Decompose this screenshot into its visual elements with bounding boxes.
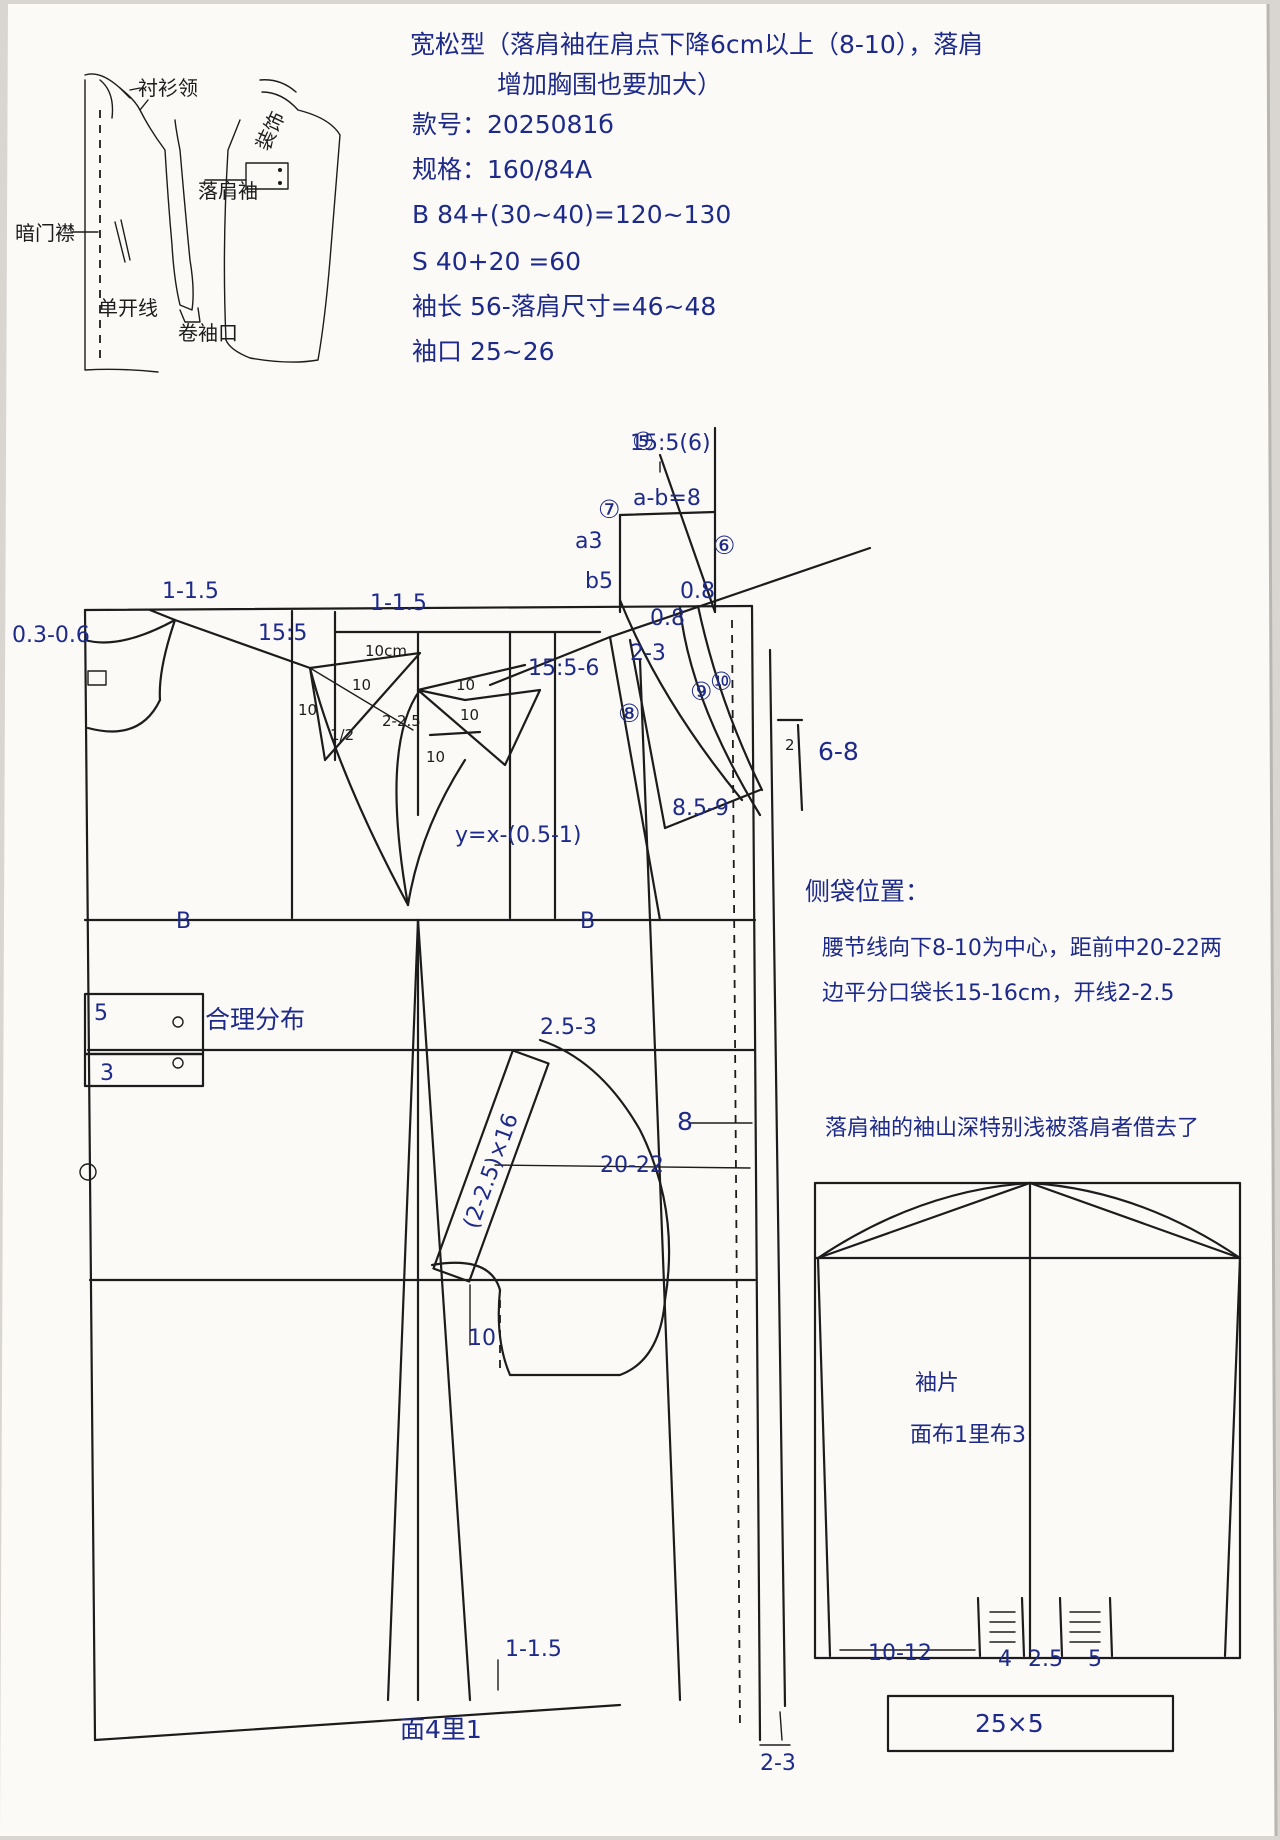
spec-size: 规格：160/84A (412, 155, 592, 184)
sketch-label-single-welt: 单开线 (98, 296, 158, 320)
sleeve-pattern (813, 1181, 1242, 1753)
note-sleeve: 落肩袖的袖山深特别浅被落肩者借去了 (825, 1116, 1199, 1141)
lbl-dart-width: 10cm (365, 642, 407, 660)
lbl-cap-c5: ⑤ (632, 427, 654, 456)
spec-sleeve-length: 袖长 56-落肩尺寸=46~48 (412, 292, 716, 321)
spec-list: 款号：2025081б 规格：160/84A B 84+(30~40)=120~… (412, 110, 731, 366)
lbl-back-depth: 1-1.5 (370, 591, 427, 616)
lbl-cap-drop: 6-8 (818, 737, 859, 766)
lbl-cap-mark-23: 2-3 (630, 641, 666, 666)
bodice-pattern (79, 426, 872, 1746)
lbl-cap-c9: ⑨ (690, 677, 712, 706)
sketch-label-dropped-sleeve: 落肩袖 (198, 179, 258, 203)
lbl-fabric-count: 面4里1 (400, 1715, 482, 1744)
lbl-bust-b1: B (176, 909, 191, 934)
sketch-label-collar: 衬衫领 (138, 76, 198, 100)
spec-cuff: 袖口 25~26 (412, 337, 555, 366)
lbl-pocket-note: 合理分布 (205, 1005, 305, 1034)
lbl-neck-drop: 0.3-0.6 (12, 623, 90, 648)
lbl-welt-top: 2.5-3 (540, 1015, 597, 1040)
lbl-cap-cuff-span: 8.5-9 (672, 796, 729, 821)
sketch-label-placket: 暗门襟 (15, 221, 75, 245)
sleeve-cuff-size: 25×5 (975, 1709, 1044, 1738)
lbl-pocket-side: 20-22 (600, 1153, 664, 1178)
sleeve-label-count: 面布1里布3 (910, 1423, 1026, 1448)
note-side-pocket-line2: 边平分口袋长15-16cm，开线2-2.5 (822, 981, 1174, 1006)
spec-bust: B 84+(30~40)=120~130 (412, 200, 731, 229)
lbl-cap-c8: ⑧ (618, 699, 640, 728)
lbl-dart-half: 1/2 (330, 726, 354, 744)
lbl-cap-c6: ⑥ (713, 531, 735, 560)
lbl-cap-ratio: 15:5(6) (630, 431, 711, 456)
lbl-dart-leg-a: 10 (298, 701, 317, 719)
lbl-cap-c10: ⑩ (710, 667, 732, 696)
lbl-bust-b2: B (580, 909, 595, 934)
lbl-hem-rise: 1-1.5 (505, 1637, 562, 1662)
note-side-pocket-title: 侧袋位置： (805, 877, 930, 906)
lbl-pocket-8: 8 (677, 1107, 693, 1136)
lbl-dart-leg-d: 10 (460, 706, 479, 724)
sleeve-bottom-span: 10-12 (868, 1641, 932, 1666)
lbl-dart-leg-e: 10 (426, 748, 445, 766)
lbl-neck-width-add: 1-1.5 (162, 579, 219, 604)
note-side-pocket-line1: 腰节线向下8-10为中心，距前中20-22两 (822, 936, 1222, 961)
title-line-1: 宽松型（落肩袖在肩点下降6cm以上（8-10），落肩 (410, 30, 983, 59)
lbl-cap-c7: ⑦ (598, 495, 620, 524)
sketch-label-rolled-cuff: 卷袖口 (178, 321, 238, 345)
lbl-dart-leg-b: 10 (352, 676, 371, 694)
lbl-formula-y: y=x-(0.5-1) (455, 823, 582, 848)
sleeve-pleat-gap: 2.5 (1028, 1647, 1063, 1672)
lbl-cap-a-b: a-b=8 (633, 486, 701, 511)
spec-style-no: 款号：2025081б (412, 110, 614, 139)
lbl-cap-c-mark2: 0.8 (650, 606, 685, 631)
lbl-shoulder-slope-back: 15:5 (258, 621, 307, 646)
side-pocket-note: 侧袋位置： 腰节线向下8-10为中心，距前中20-22两 边平分口袋长15-16… (805, 877, 1222, 1006)
lbl-cap-b5: b5 (585, 569, 613, 594)
lbl-pocket-10: 10 (468, 1326, 496, 1351)
lbl-dart-leg-c: 10 (456, 676, 475, 694)
lbl-dart-value: 2-2.5 (382, 712, 421, 730)
spec-shoulder: S 40+20 =60 (412, 247, 581, 276)
lbl-cap-c-mark: 0.8 (680, 579, 715, 604)
lbl-hem-ext: 2-3 (760, 1751, 796, 1776)
lbl-cap-a3: a3 (575, 529, 602, 554)
lbl-shoulder-slope-front: 15:5-6 (528, 656, 599, 681)
title-line-2: 增加胸围也要加大） (497, 70, 722, 99)
shirt-sketch (71, 73, 341, 373)
sleeve-pleat-5: 5 (1088, 1647, 1102, 1672)
lbl-cap-drop-2: 2 (785, 736, 795, 754)
sleeve-label-title: 袖片 (915, 1371, 959, 1396)
sleeve-pleat-4: 4 (998, 1647, 1012, 1672)
lbl-pocket-3: 3 (100, 1061, 114, 1086)
lbl-pocket-5: 5 (94, 1001, 108, 1026)
